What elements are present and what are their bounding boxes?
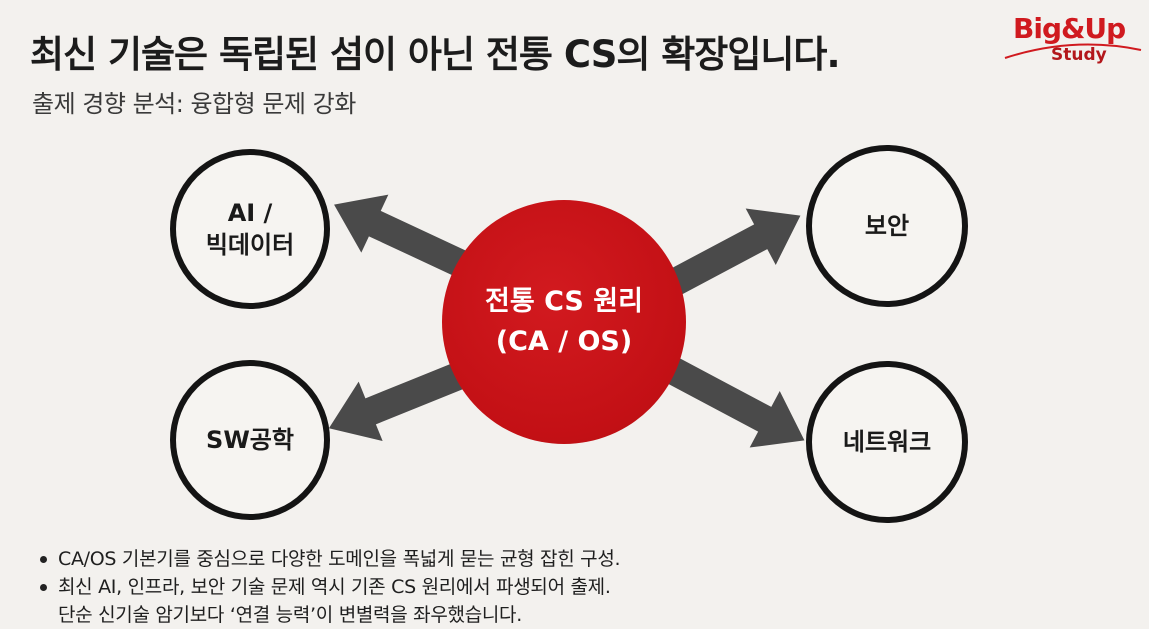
center-node-line2: (CA / OS) — [495, 326, 633, 357]
node-sw-label: SW공학 — [206, 426, 294, 454]
summary-bullets: CA/OS 기본기를 중심으로 다양한 도메인을 폭넓게 묻는 균형 잡힌 구성… — [40, 545, 621, 629]
logo-subtext: Study — [1051, 45, 1107, 65]
page-subtitle: 출제 경향 분석: 융합형 문제 강화 — [32, 90, 356, 118]
bullet-item: CA/OS 기본기를 중심으로 다양한 도메인을 폭넓게 묻는 균형 잡힌 구성… — [40, 545, 621, 573]
node-security-label: 보안 — [864, 212, 910, 240]
brand-logo: Big&Up Study — [1003, 8, 1143, 70]
bullet-dot-icon — [40, 556, 47, 563]
bullet-item: 최신 AI, 인프라, 보안 기술 문제 역시 기존 CS 원리에서 파생되어 … — [40, 573, 620, 601]
node-ai-line1: AI / — [227, 199, 273, 227]
node-network-label: 네트워크 — [842, 428, 932, 456]
arrow-to-network-icon — [656, 341, 820, 469]
center-node-line1: 전통 CS 원리 — [485, 286, 643, 317]
node-ai-line2: 빅데이터 — [205, 231, 295, 259]
bullet-text: CA/OS 기본기를 중심으로 다양한 도메인을 폭넓게 묻는 균형 잡힌 구성… — [58, 548, 621, 570]
page-title: 최신 기술은 독립된 섬이 아닌 전통 CS의 확장입니다. — [30, 33, 841, 76]
node-network: 네트워크 — [806, 361, 968, 523]
node-ai-bigdata: AI / 빅데이터 — [170, 149, 330, 309]
bullet-continuation: 단순 신기술 암기보다 ‘연결 능력’이 변별력을 좌우했습니다. — [40, 601, 620, 629]
bullet-dot-icon — [40, 584, 47, 591]
center-node-cs-principles: 전통 CS 원리 (CA / OS) — [442, 200, 686, 444]
logo-wordmark: Big&Up — [1013, 12, 1126, 45]
node-sw-engineering: SW공학 — [170, 360, 330, 520]
node-security: 보안 — [806, 145, 968, 307]
bullet-text: 단순 신기술 암기보다 ‘연결 능력’이 변별력을 좌우했습니다. — [58, 604, 522, 626]
bullet-text: 최신 AI, 인프라, 보안 기술 문제 역시 기존 CS 원리에서 파생되어 … — [58, 576, 611, 598]
logo-swoosh-icon — [1004, 43, 1142, 59]
